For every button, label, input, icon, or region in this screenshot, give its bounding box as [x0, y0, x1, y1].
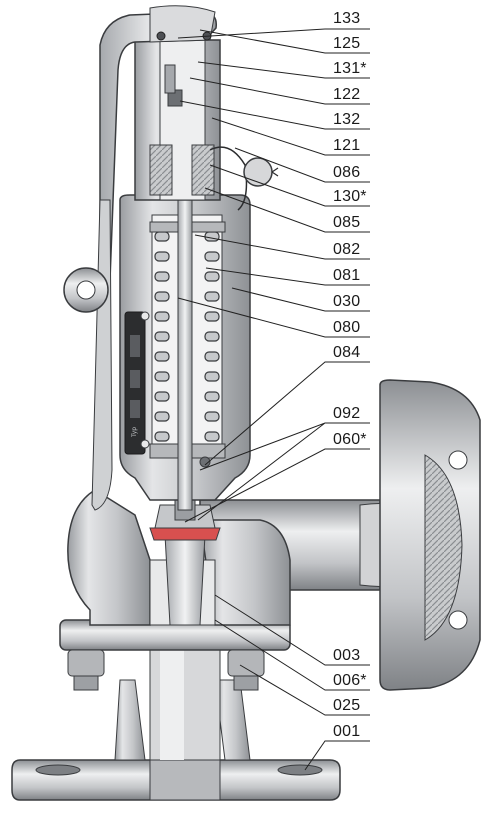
base-flange — [11, 759, 341, 801]
callout-081: 081 — [333, 267, 361, 284]
callout-082: 082 — [333, 241, 361, 258]
callout-001: 001 — [333, 723, 361, 740]
callout-125: 125 — [333, 35, 361, 52]
callout-092: 092 — [333, 405, 361, 422]
spring — [154, 231, 220, 442]
lead-seal — [209, 146, 279, 211]
callout-003: 003 — [333, 647, 361, 664]
callout-121: 121 — [333, 137, 361, 154]
callout-060: 060* — [333, 431, 367, 448]
callout-006: 006* — [333, 672, 367, 689]
lever-arm — [63, 199, 113, 511]
callout-130: 130* — [333, 188, 367, 205]
cap — [134, 39, 221, 201]
nozzle — [164, 534, 206, 626]
seat-seal — [149, 527, 221, 541]
callout-131: 131* — [333, 60, 367, 77]
callout-132: 132 — [333, 111, 361, 128]
lever — [99, 5, 218, 281]
callout-085: 085 — [333, 214, 361, 231]
callout-025: 025 — [333, 697, 361, 714]
callout-030: 030 — [333, 293, 361, 310]
type-plate: Typ — [124, 311, 150, 455]
leader-lines — [177, 28, 370, 771]
callout-080: 080 — [333, 319, 361, 336]
inlet-flange-bolts — [59, 619, 291, 691]
callout-086: 086 — [333, 164, 361, 181]
outlet-flange — [379, 379, 481, 691]
callout-122: 122 — [333, 86, 361, 103]
type-plate-label: Typ — [131, 427, 138, 438]
callout-133: 133 — [333, 10, 361, 27]
callout-084: 084 — [333, 344, 361, 361]
